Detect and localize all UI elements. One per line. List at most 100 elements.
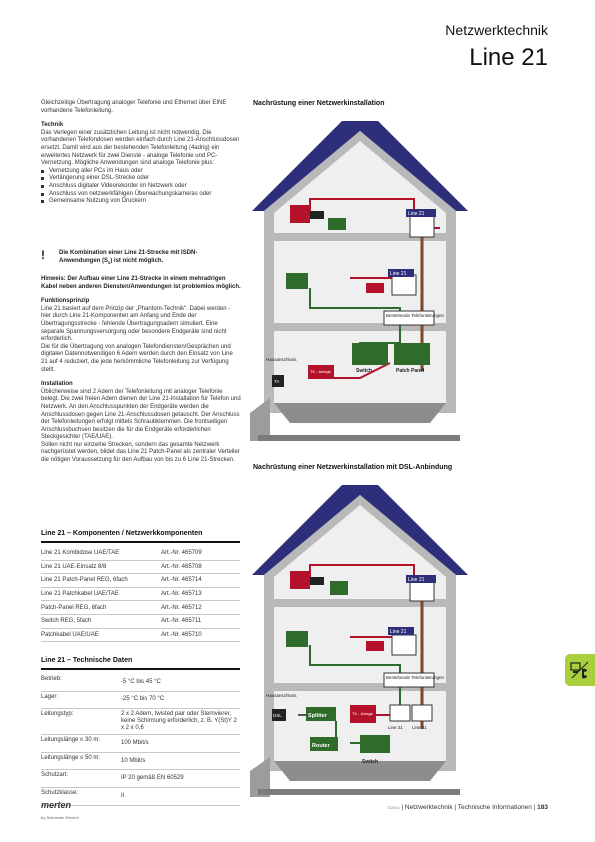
spec-value: II bbox=[121, 787, 240, 806]
techdata-rule bbox=[41, 668, 240, 670]
existing-lines-label: Bestehende Telefonleitungen bbox=[386, 675, 444, 680]
section-title: Netzwerktechnik bbox=[445, 22, 548, 38]
component-name: Patch-Panel REG, 6fach bbox=[41, 600, 161, 615]
spec-label: Leitungstyp: bbox=[41, 708, 121, 736]
line21-label: Line 21 bbox=[412, 725, 427, 730]
funktion-heading: Funktionsprinzip bbox=[41, 298, 90, 305]
diagram1-house: Line 21 Line 21 Bestehende Telefonleitun… bbox=[250, 121, 468, 441]
diagram1-title: Nachrüstung einer Netzwerkinstallation bbox=[253, 100, 385, 107]
table-row: Betrieb:-5 °C bis 45 °C bbox=[41, 674, 240, 692]
article-number: Art.-Nr. 465710 bbox=[161, 628, 240, 643]
list-item: Vernetzung aller PCs im Haus oder bbox=[41, 168, 241, 176]
component-name: Line 21 Patchkabel UAE/TAE bbox=[41, 587, 161, 602]
warning-sub: 0 bbox=[108, 259, 111, 265]
components-rule bbox=[41, 541, 240, 543]
tk-label: TK - Anlage bbox=[352, 711, 374, 716]
spec-label: Betrieb: bbox=[41, 674, 121, 692]
page-title: Line 21 bbox=[469, 44, 548, 71]
hausanschluss-label: Hausanschluss bbox=[266, 693, 297, 698]
component-name: Line 21 Patch-Panel REG, 6fach bbox=[41, 573, 161, 588]
router-label: Router bbox=[312, 743, 331, 749]
list-item: Verlängerung einer DSL-Strecke oder bbox=[41, 175, 241, 183]
table-row: Leitungslänge ≤ 50 m:10 Mbit/s bbox=[41, 752, 240, 771]
warning-line2: Anwendungen (S bbox=[59, 257, 108, 264]
spec-value: -5 °C bis 45 °C bbox=[121, 674, 240, 692]
footer-year: ©2014 bbox=[387, 805, 400, 810]
left-column-top: Gleichzeitige Übertragung analoger Telef… bbox=[41, 100, 241, 206]
footer: ©2014 | Netzwerktechnik | Technische Inf… bbox=[388, 804, 548, 811]
spec-value: IP 20 gemäß EN 60529 bbox=[121, 769, 240, 788]
spec-value: 100 Mbit/s bbox=[121, 734, 240, 753]
components-title: Line 21 – Komponenten / Netzwerkkomponen… bbox=[41, 530, 203, 537]
intro-text: Gleichzeitige Übertragung analoger Telef… bbox=[41, 100, 227, 114]
article-number: Art.-Nr. 465712 bbox=[161, 600, 240, 615]
list-item: Anschluss von netzwerkfähigen Überwachun… bbox=[41, 191, 241, 199]
component-name: Switch REG, 5fach bbox=[41, 614, 161, 629]
warning-line1: Die Kombination einer Line 21-Strecke mi… bbox=[59, 250, 198, 256]
table-row: Schutzklasse:II bbox=[41, 787, 240, 806]
technik-list: Vernetzung aller PCs im Haus oder Verlän… bbox=[41, 168, 241, 206]
spec-value: 2 x 2 Adern, twisted pair oder Sternvier… bbox=[121, 708, 240, 736]
table-row: Leitungstyp:2 x 2 Adern, twisted pair od… bbox=[41, 708, 240, 736]
component-name: Line 21 UAE-Einsatz 8/8 bbox=[41, 560, 161, 575]
logo-subline: by Schneider Electric bbox=[41, 815, 79, 820]
existing-lines-label: Bestehende Telefonleitungen bbox=[386, 313, 444, 318]
patch-panel-label: Patch Panel bbox=[396, 368, 425, 374]
switch-label: Switch bbox=[356, 368, 372, 374]
spec-label: Leitungslänge ≤ 30 m: bbox=[41, 734, 121, 753]
diagram2-house: Line 21 Line 21 Bestehende Telefonleitun… bbox=[250, 485, 468, 797]
table-row: Schutzart:IP 20 gemäß EN 60529 bbox=[41, 769, 240, 788]
technik-heading: Technik bbox=[41, 122, 64, 129]
list-item: Gemeinsame Nutzung von Druckern bbox=[41, 198, 241, 206]
splitter-label: Splitter bbox=[308, 713, 328, 719]
diagram2-title: Nachrüstung einer Netzwerkinstallation m… bbox=[253, 464, 453, 471]
spec-label: Lager: bbox=[41, 691, 121, 710]
switch-label: Switch bbox=[362, 759, 378, 765]
article-number: Art.-Nr. 465711 bbox=[161, 614, 240, 629]
spec-value: 10 Mbit/s bbox=[121, 752, 240, 771]
list-item: Anschluss digitaler Videorekorder im Net… bbox=[41, 183, 241, 191]
ta-label: TA bbox=[274, 379, 279, 384]
left-column-mid: Hinweis: Der Aufbau einer Line 21-Streck… bbox=[41, 276, 241, 465]
line21-label: Line 21 bbox=[390, 629, 407, 635]
spec-label: Schutzklasse: bbox=[41, 787, 121, 806]
table-row: Leitungslänge ≤ 30 m:100 Mbit/s bbox=[41, 734, 240, 753]
article-number: Art.-Nr. 465713 bbox=[161, 587, 240, 602]
article-number: Art.-Nr. 465709 bbox=[161, 547, 240, 561]
component-name: Line 21 Kombidose UAE/TAE bbox=[41, 547, 161, 561]
article-number: Art.-Nr. 465708 bbox=[161, 560, 240, 575]
footer-text: | Netzwerktechnik | Technische Informati… bbox=[401, 804, 536, 811]
network-phone-icon bbox=[570, 661, 589, 679]
installation-p1: Üblicherweise sind 2 Adern der Telefonle… bbox=[41, 388, 241, 441]
spec-label: Leitungslänge ≤ 50 m: bbox=[41, 752, 121, 771]
article-number: Art.-Nr. 465714 bbox=[161, 573, 240, 588]
techdata-title: Line 21 – Technische Daten bbox=[41, 657, 133, 664]
merten-logo: merten bbox=[41, 800, 72, 810]
line21-label: Line 21 bbox=[408, 577, 425, 583]
line21-label: Line 21 bbox=[390, 271, 407, 277]
spec-value: -25 °C bis 70 °C bbox=[121, 691, 240, 710]
hausanschluss-label: Hausanschluss bbox=[266, 357, 297, 362]
roof bbox=[252, 121, 468, 211]
table-row: Lager:-25 °C bis 70 °C bbox=[41, 691, 240, 710]
tk-label: TK - Anlage bbox=[310, 369, 332, 374]
dsl-label: DSL bbox=[273, 713, 282, 718]
section-tab[interactable] bbox=[565, 654, 595, 686]
hinweis-text: Hinweis: Der Aufbau einer Line 21-Streck… bbox=[41, 276, 241, 290]
warning-box: ! Die Kombination einer Line 21-Strecke … bbox=[41, 249, 241, 266]
technik-text: Das Verlegen einer zusätzlichen Leitung … bbox=[41, 129, 240, 167]
funktion-p2: Die für die Übertragung von analogen Tel… bbox=[41, 343, 233, 373]
warning-line2-end: ) ist nicht möglich. bbox=[110, 257, 164, 264]
installation-p2: Sollen nicht nur einzelne Strecken, sond… bbox=[41, 441, 240, 464]
component-name: Patchkabel UAE/UAE bbox=[41, 628, 161, 643]
page-number: 183 bbox=[537, 804, 548, 811]
funktion-p1: Line 21 basiert auf dem Prinzip der „Pha… bbox=[41, 305, 231, 343]
